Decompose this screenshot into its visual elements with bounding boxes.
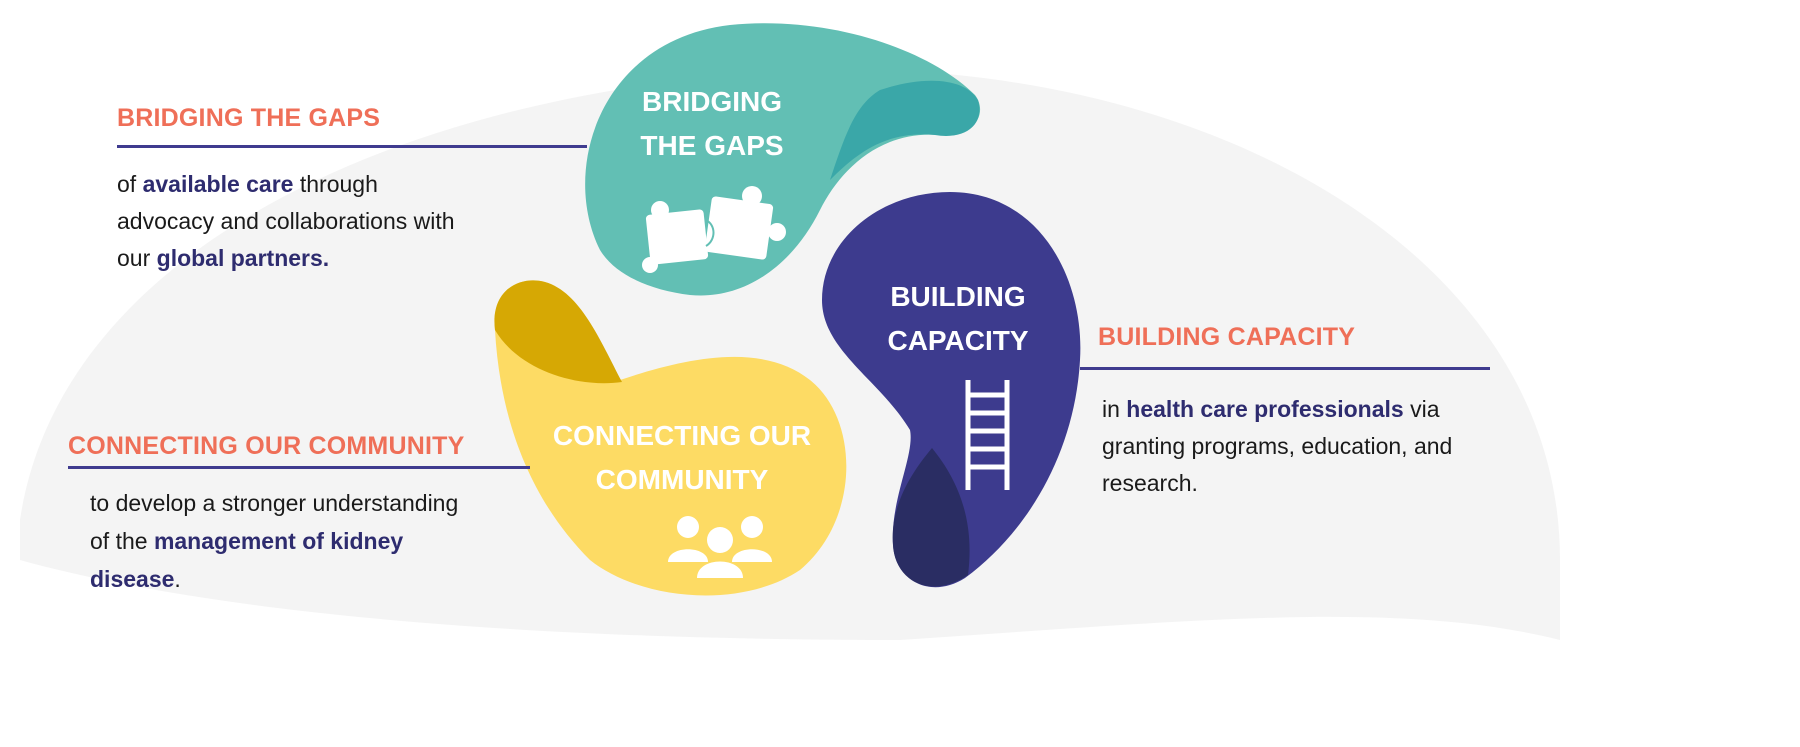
world-map-background bbox=[20, 69, 1560, 641]
emphasis-text: available care bbox=[142, 171, 294, 197]
ladder-icon bbox=[965, 380, 1010, 490]
people-icon bbox=[668, 516, 772, 578]
bridging-blob-title: BRIDGING THE GAPS bbox=[612, 80, 812, 168]
connecting-description: to develop a stronger understanding of th… bbox=[90, 484, 458, 598]
connecting-blob-line2: COMMUNITY bbox=[595, 464, 769, 495]
connecting-blob-title: CONNECTING OUR COMMUNITY bbox=[542, 414, 822, 502]
bridging-heading: BRIDGING THE GAPS bbox=[117, 104, 381, 132]
bridging-blob-line2: THE GAPS bbox=[640, 130, 784, 161]
emphasis-text: disease bbox=[90, 566, 175, 592]
body-text: via bbox=[1403, 396, 1440, 422]
connecting-divider bbox=[68, 466, 530, 469]
building-blob bbox=[822, 192, 1081, 588]
body-text: in bbox=[1102, 396, 1127, 422]
emphasis-text: management of kidney bbox=[153, 528, 404, 554]
emphasis-text: health care professionals bbox=[1126, 396, 1404, 422]
body-text: to develop a stronger understanding bbox=[90, 490, 459, 516]
building-blob-line1: BUILDING bbox=[890, 281, 1026, 312]
body-text: of bbox=[117, 171, 143, 197]
body-text: of the bbox=[90, 528, 154, 554]
body-text: . bbox=[174, 566, 181, 592]
building-blob-line2: CAPACITY bbox=[887, 325, 1029, 356]
bridging-divider bbox=[117, 145, 587, 148]
bridging-blob-line1: BRIDGING bbox=[642, 86, 782, 117]
building-heading: BUILDING CAPACITY bbox=[1098, 323, 1356, 351]
body-text: research. bbox=[1102, 470, 1198, 496]
body-text: granting programs, education, and bbox=[1102, 433, 1453, 459]
puzzle-icon bbox=[642, 186, 786, 273]
connecting-heading: CONNECTING OUR COMMUNITY bbox=[68, 432, 465, 460]
body-text: our bbox=[117, 245, 157, 271]
building-description: in health care professionals via granting… bbox=[1102, 391, 1452, 502]
building-blob-title: BUILDING CAPACITY bbox=[858, 275, 1058, 363]
body-text: through bbox=[293, 171, 378, 197]
connecting-blob-line1: CONNECTING OUR bbox=[552, 420, 812, 451]
connecting-blob bbox=[494, 280, 847, 596]
bridging-description: of available care through advocacy and co… bbox=[117, 166, 455, 277]
building-divider bbox=[1080, 367, 1490, 370]
emphasis-text: global partners. bbox=[156, 245, 330, 271]
body-text: advocacy and collaborations with bbox=[117, 208, 455, 234]
